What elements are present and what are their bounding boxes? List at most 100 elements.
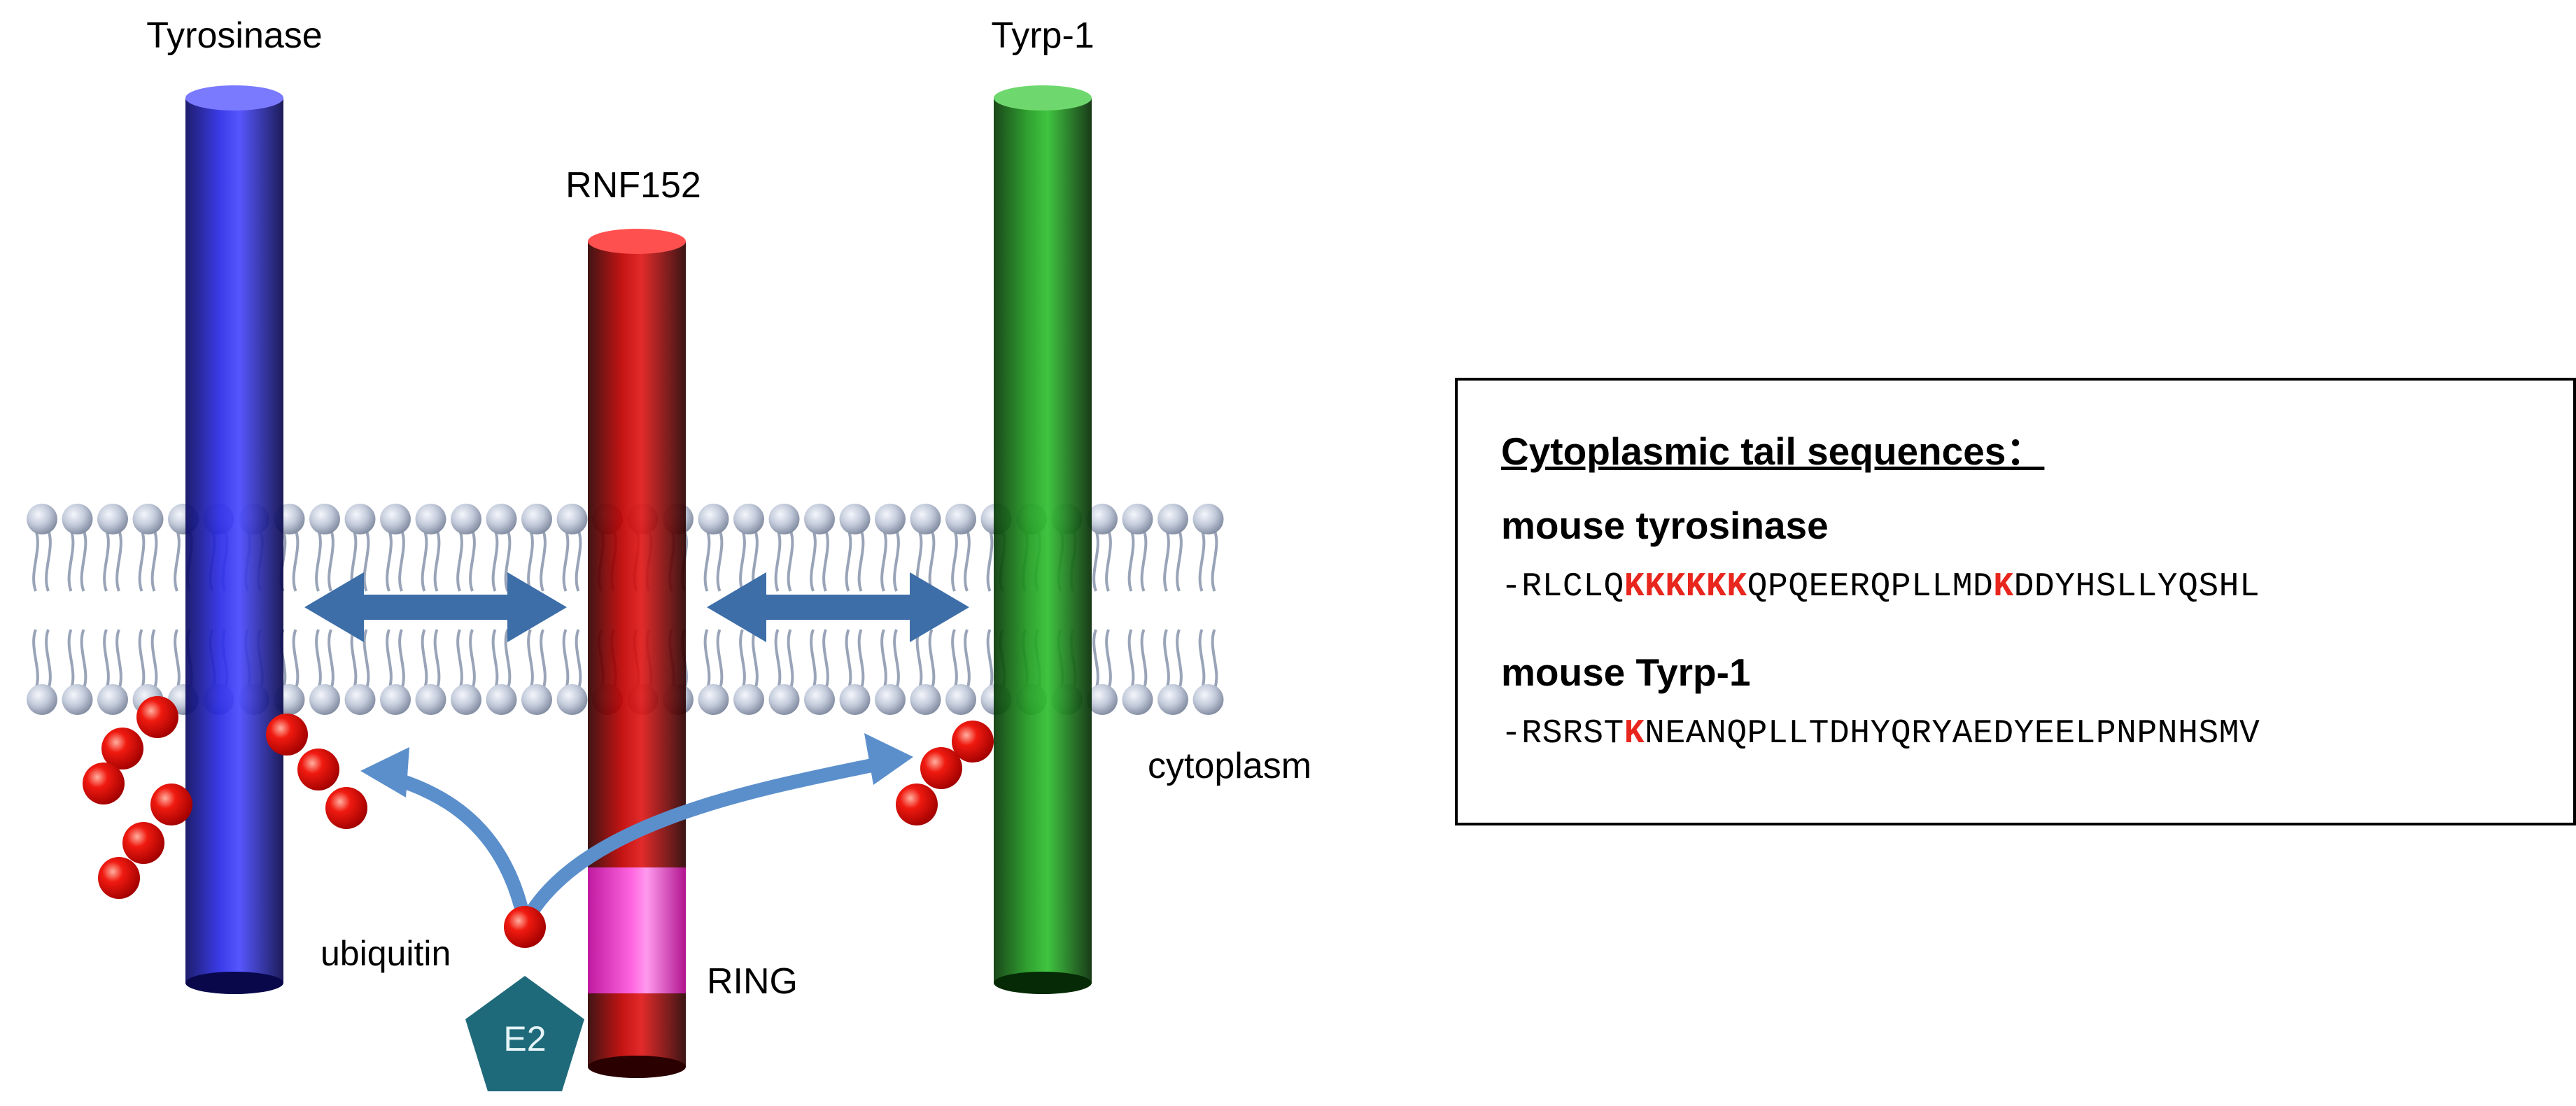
lipid-tail (504, 530, 512, 592)
lipid-head (521, 684, 552, 715)
lipid-head (698, 504, 729, 534)
lipid-head (556, 504, 588, 534)
lipid-head (945, 504, 976, 534)
lipid-tail (433, 629, 441, 690)
sequence-name-tyrp1: mouse Tyrp-1 (1501, 651, 1751, 694)
lipid-tail (964, 530, 971, 592)
lysine-highlight: K (1993, 568, 2014, 606)
cytoplasm-label: cytoplasm (1148, 746, 1311, 786)
lipid-tail (292, 530, 300, 592)
lipid-tail (540, 629, 547, 690)
lipid-head (875, 504, 906, 534)
lipid-tail (1163, 629, 1170, 690)
lipid-tail (350, 629, 358, 690)
lipid-head (804, 504, 835, 534)
lipid-tail (138, 530, 146, 592)
lipid-tail (1127, 629, 1135, 690)
lipid-tail (421, 530, 428, 592)
lipid-tail (739, 629, 746, 690)
lipid-tail (964, 629, 971, 690)
lipid-tail (527, 530, 534, 592)
lysine-highlight: K (1624, 715, 1645, 753)
lipid-head (1122, 684, 1153, 715)
lipid-tail (1176, 629, 1183, 690)
lipid-tail (363, 530, 370, 592)
lipid-tail (1176, 530, 1183, 592)
tyrosinase-label: Tyrosinase (146, 15, 322, 56)
tyrp1-protein (994, 85, 1092, 994)
lipid-tail (1211, 629, 1218, 690)
lipid-head (1192, 684, 1224, 715)
sequence-panel-title: Cytoplasmic tail sequences： (1501, 430, 2045, 473)
lipid-tail (562, 629, 570, 690)
lipid-tail (1127, 530, 1135, 592)
ubiquitin-ball (920, 747, 962, 789)
lipid-head (380, 684, 411, 715)
ubiquitin-ball (122, 822, 164, 864)
lipid-head (415, 684, 446, 715)
tyrp1-label: Tyrp-1 (991, 15, 1094, 56)
lipid-head (1157, 504, 1188, 534)
lipid-tail (1140, 530, 1148, 592)
lipid-head (1087, 504, 1118, 534)
lipid-tail (787, 629, 794, 690)
lipid-tail (951, 629, 958, 690)
ubiquitin-ball (266, 714, 308, 756)
lipid-tail (810, 629, 817, 690)
lipid-tail (703, 629, 711, 690)
sequence-name-tyrosinase: mouse tyrosinase (1501, 504, 1829, 547)
lipid-tail (115, 530, 122, 592)
lipid-tail (103, 530, 110, 592)
ubiquitin-transfer-arrows (381, 756, 892, 930)
lipid-tail (469, 530, 476, 592)
lipid-tail (45, 629, 52, 690)
lipid-tail (716, 629, 724, 690)
lipid-head (698, 684, 729, 715)
lipid-tail (80, 629, 87, 690)
sequence-tyrp1: -RSRSTKNEANQPLLTDHYQRYAEDYEELPNPNHSMV (1501, 715, 2260, 753)
ubiquitin-ball (325, 787, 367, 829)
lipid-tail (810, 530, 817, 592)
rnf152-protein (588, 229, 686, 1078)
lipid-head (768, 684, 800, 715)
lipid-head (309, 684, 340, 715)
lipid-head (945, 684, 976, 715)
interaction-arrow-left (304, 572, 567, 642)
lipid-tail (845, 530, 852, 592)
lipid-tail (45, 530, 52, 592)
lipid-head (733, 504, 764, 534)
sequence-segment: NEANQPLLTDHYQRYAEDYEELPNPNHSMV (1645, 715, 2260, 753)
lipid-tail (67, 530, 75, 592)
lipid-tail (774, 530, 782, 592)
lipid-head (1122, 504, 1153, 534)
lipid-tail (928, 629, 936, 690)
ubiquitin-ball (83, 763, 125, 804)
lipid-tail (986, 530, 994, 592)
lipid-tail (703, 530, 711, 592)
sequence-segment: -RLCLQ (1501, 568, 1624, 606)
lipid-head (380, 504, 411, 534)
lipid-tail (1198, 629, 1206, 690)
lipid-tail (787, 530, 794, 592)
lipid-head (910, 504, 941, 534)
rnf152-label: RNF152 (565, 165, 701, 206)
lipid-head (97, 684, 128, 715)
lipid-head (521, 504, 552, 534)
lipid-tail (328, 530, 335, 592)
sequence-segment: DDYHSLLYQSHL (2013, 568, 2260, 606)
lipid-tail (456, 629, 463, 690)
lipid-tail (986, 629, 994, 690)
lipid-tail (292, 629, 300, 690)
lipid-tail (315, 530, 322, 592)
lipid-head (27, 684, 57, 715)
e2-label: E2 (503, 1019, 546, 1058)
lipid-tail (822, 530, 829, 592)
lipid-head (804, 684, 835, 715)
lipid-head (486, 504, 517, 534)
lipid-tail (575, 629, 582, 690)
lipid-tail (398, 629, 405, 690)
lipid-head (839, 684, 871, 715)
ubiquitin-ball (297, 749, 339, 790)
ring-domain (588, 867, 686, 993)
